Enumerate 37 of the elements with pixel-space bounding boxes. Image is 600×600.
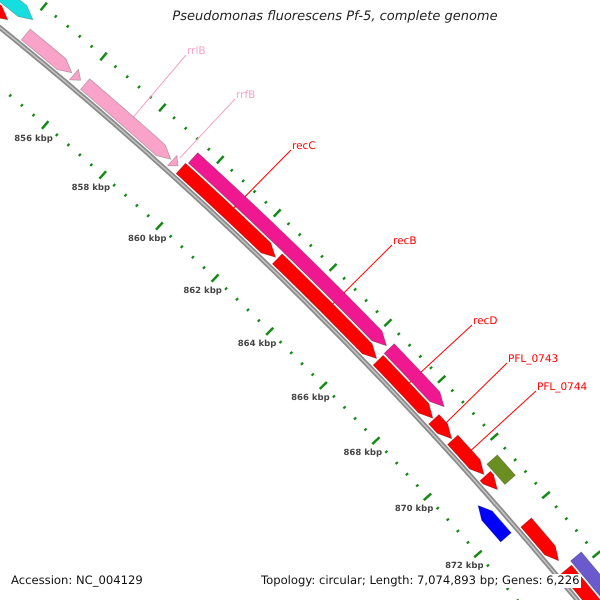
leader-line <box>133 54 186 118</box>
accession-text: Accession: NC_004129 <box>9 574 145 588</box>
gene-label: rrfB <box>236 89 256 102</box>
gene-block <box>486 454 516 486</box>
gene-segment <box>176 162 276 258</box>
scale-label: 856 kbp <box>14 134 53 144</box>
gene-segment <box>20 28 72 74</box>
gene-label: recC <box>292 140 316 153</box>
gene-segment <box>80 78 172 160</box>
gene-segment <box>446 434 485 476</box>
gene-segment <box>0 0 34 20</box>
gene-segment <box>478 504 512 543</box>
gene-label: PFL_0743 <box>508 353 558 366</box>
gene-label: recD <box>473 315 498 328</box>
gene-segment <box>384 343 445 408</box>
scale-label: 870 kbp <box>394 504 434 514</box>
gene-label: recB <box>393 235 417 248</box>
scale-label: 872 kbp <box>445 560 484 571</box>
scale-label: 860 kbp <box>128 234 166 244</box>
gene-segment <box>520 517 560 562</box>
gene-segment <box>428 414 452 440</box>
scale-label: 866 kbp <box>291 392 330 404</box>
leader-line <box>446 362 508 423</box>
scale-label: 858 kbp <box>72 183 110 194</box>
gene-segment <box>167 155 178 166</box>
scale-label: 864 kbp <box>238 338 276 350</box>
leader-line <box>470 390 536 450</box>
gene-segment <box>69 68 82 81</box>
genome-info-text: Topology: circular; Length: 7,074,893 bp; Genes: 6,226 <box>259 574 582 588</box>
scale-label: 862 kbp <box>183 286 222 296</box>
gene-segment <box>480 470 498 490</box>
title: Pseudomonas fluorescens Pf-5, complete genome <box>172 9 498 25</box>
gene-segment <box>372 354 434 419</box>
gene-label: rrlB <box>187 45 206 58</box>
gene-label: PFL_0744 <box>537 381 588 394</box>
leader-line <box>179 98 236 159</box>
scale-label: 868 kbp <box>344 448 382 458</box>
